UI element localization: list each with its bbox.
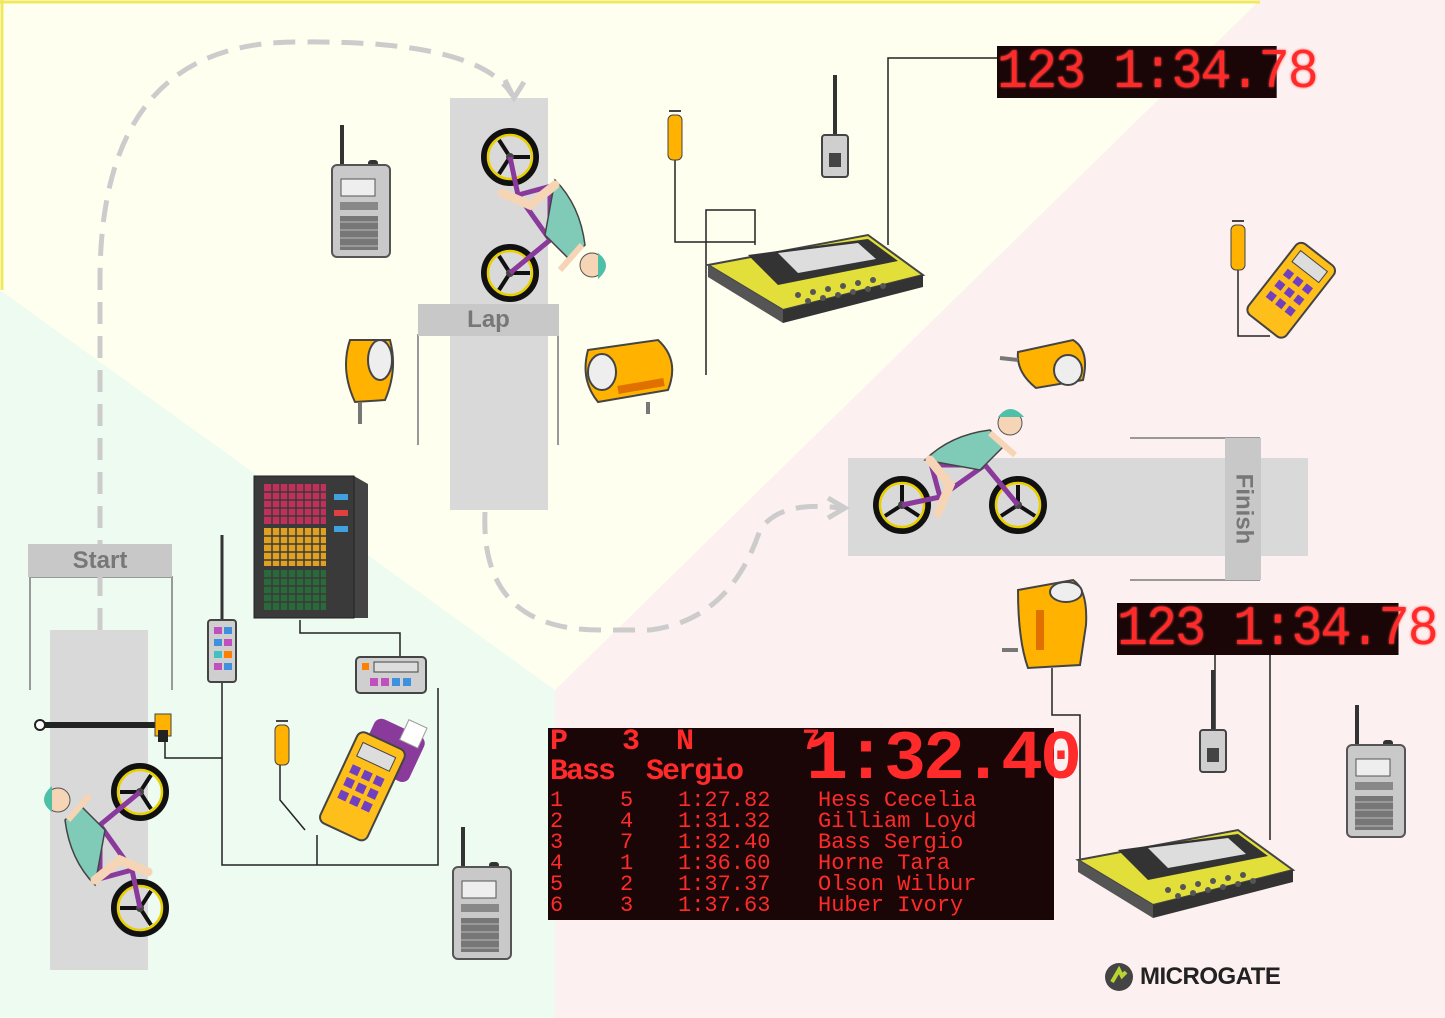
scoreboard-cell-num: 3 xyxy=(620,893,634,918)
scoreboard-row: 3 7 1:32.40 Bass Sergio xyxy=(550,830,1050,855)
scoreboard-controller-icon xyxy=(253,475,368,619)
scoreboard-cell-num: 1 xyxy=(620,851,634,876)
pushbutton-icon xyxy=(1230,220,1246,271)
microgate-logo-icon xyxy=(1105,963,1133,991)
scoreboard-cell-name: Gilliam Loyd xyxy=(818,809,977,834)
scoreboard-cell-time: 1:27.82 xyxy=(678,788,771,813)
brand-logo: MICROGATE xyxy=(1104,962,1281,992)
scoreboard-cell-time: 1:36.60 xyxy=(678,851,771,876)
route-path xyxy=(97,39,515,630)
scoreboard-row: 1 5 1:27.82 Hess Cecelia xyxy=(550,788,1050,813)
pushbutton-icon xyxy=(274,720,290,766)
finish-label-text: Finish xyxy=(1230,473,1258,545)
scoreboard-cell-num: 7 xyxy=(620,830,634,855)
scoreboard-cell-time: 1:32.40 xyxy=(678,830,771,855)
interface-unit-icon xyxy=(355,656,427,694)
scoreboard-cell-pos: 3 xyxy=(550,830,564,855)
led-display-top: 123 1:34.78 xyxy=(997,40,1319,104)
scoreboard-row: 6 3 1:37.63 Huber Ivory xyxy=(550,893,1050,918)
photocell-icon xyxy=(1002,578,1088,670)
scoreboard-cell-time: 1:37.37 xyxy=(678,872,771,897)
radio-transmitter-icon xyxy=(207,535,237,683)
scoreboard-cell-name: Hess Cecelia xyxy=(818,788,977,813)
scoreboard-header: P 3 N 7 xyxy=(550,725,821,759)
scoreboard-cell-name: Horne Tara xyxy=(818,851,951,876)
scoreboard-row: 5 2 1:37.37 Olson Wilbur xyxy=(550,872,1050,897)
scoreboard-cell-name: Bass Sergio xyxy=(818,830,964,855)
logo-text: MICROGATE xyxy=(1140,963,1281,990)
route-path-2 xyxy=(482,503,841,633)
scoreboard-current-name: Bass Sergio xyxy=(550,755,744,789)
start-gate-icon xyxy=(34,713,172,742)
lap-label: Lap xyxy=(418,304,559,336)
scoreboard-cell-pos: 2 xyxy=(550,809,564,834)
photocell-icon xyxy=(999,338,1086,390)
scoreboard-cell-num: 4 xyxy=(620,809,634,834)
handheld-timer-icon xyxy=(1246,241,1336,339)
scoreboard: P 3 N 7 Bass Sergio 1:32.40 1 5 1:27.82 Hes… xyxy=(548,725,1082,920)
scoreboard-row: 4 1 1:36.60 Horne Tara xyxy=(550,851,1050,876)
scoreboard-big-time: 1:32.40 xyxy=(806,721,1082,800)
scoreboard-cell-pos: 1 xyxy=(550,788,564,813)
scoreboard-cell-time: 1:37.63 xyxy=(678,893,771,918)
start-label: Start xyxy=(28,544,172,577)
scoreboard-cell-name: Olson Wilbur xyxy=(818,872,977,897)
scoreboard-cell-pos: 6 xyxy=(550,893,564,918)
scoreboard-cell-num: 2 xyxy=(620,872,634,897)
scoreboard-cell-pos: 5 xyxy=(550,872,564,897)
scoreboard-cell-name: Huber Ivory xyxy=(818,893,964,918)
led-display-bottom: 123 1:34.78 xyxy=(1117,597,1439,661)
scoreboard-cell-time: 1:31.32 xyxy=(678,809,771,834)
scoreboard-cell-num: 5 xyxy=(620,788,634,813)
scoreboard-cell-pos: 4 xyxy=(550,851,564,876)
handheld-timer-icon xyxy=(319,718,428,842)
finish-label: Finish xyxy=(1225,438,1261,580)
scoreboard-rows: 1 5 1:27.82 Hess Cecelia 2 4 1:31.32 Gilliam Lo… xyxy=(550,788,1050,918)
scoreboard-row: 2 4 1:31.32 Gilliam Loyd xyxy=(550,809,1050,834)
pushbutton-icon xyxy=(667,110,683,161)
photocell-icon xyxy=(345,339,395,424)
